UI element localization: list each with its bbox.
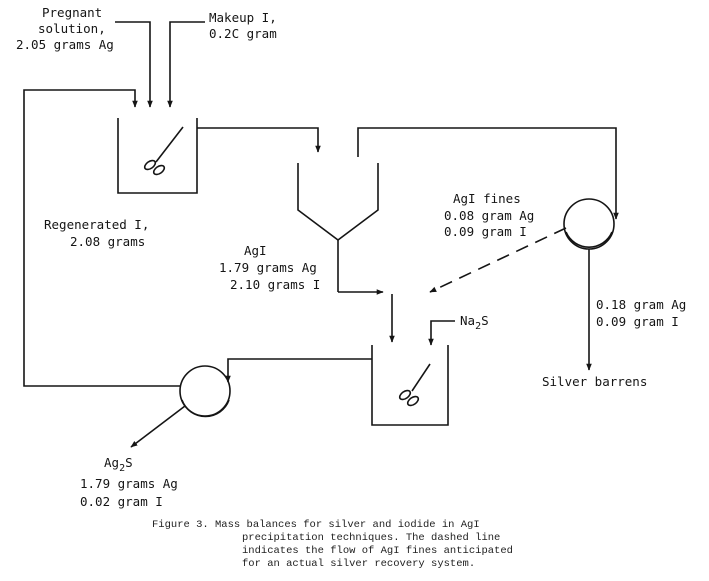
na2s-feed-line bbox=[428, 320, 455, 346]
na2s-label: Na2S bbox=[460, 313, 489, 332]
barrens-values-label: 0.18 gram Ag 0.09 gram I bbox=[596, 297, 694, 329]
silver-barrens-label: Silver barrens bbox=[542, 374, 647, 389]
filter-drum bbox=[179, 365, 231, 418]
makeup-iodine-feed-line bbox=[167, 21, 205, 108]
ag2s-product-label: Ag2S 1.79 grams Ag 0.02 gram I bbox=[80, 455, 185, 509]
settler bbox=[297, 163, 379, 292]
agi-fines-label: AgI fines 0.08 gram Ag 0.09 gram I bbox=[444, 191, 542, 239]
pregnant-solution-feed-line bbox=[115, 21, 153, 108]
agi-underflow-label: AgI 1.79 grams Ag 2.10 grams I bbox=[219, 243, 324, 292]
regenerated-iodine-return-line bbox=[23, 89, 180, 387]
tank-overflow-line bbox=[197, 127, 321, 153]
reactor-to-filter-line bbox=[225, 358, 372, 383]
sulfide-reactor-tank bbox=[371, 345, 449, 426]
makeup-iodine-label: Makeup I, 0.2C gram bbox=[209, 10, 284, 41]
precipitation-tank bbox=[117, 118, 198, 194]
figure-caption: Figure 3. Mass balances for silver and i… bbox=[152, 519, 519, 570]
regenerated-iodine-label: Regenerated I, 2.08 grams bbox=[44, 217, 157, 249]
agi-fines-dashed-line bbox=[429, 227, 567, 293]
filter-drum bbox=[563, 198, 615, 250]
agitator-icon bbox=[143, 126, 184, 176]
pregnant-solution-label: Pregnant solution, 2.05 grams Ag bbox=[16, 5, 114, 52]
ag2s-product-line bbox=[130, 405, 186, 448]
agitator-icon bbox=[398, 363, 431, 407]
settler-to-filter-line bbox=[357, 127, 619, 220]
